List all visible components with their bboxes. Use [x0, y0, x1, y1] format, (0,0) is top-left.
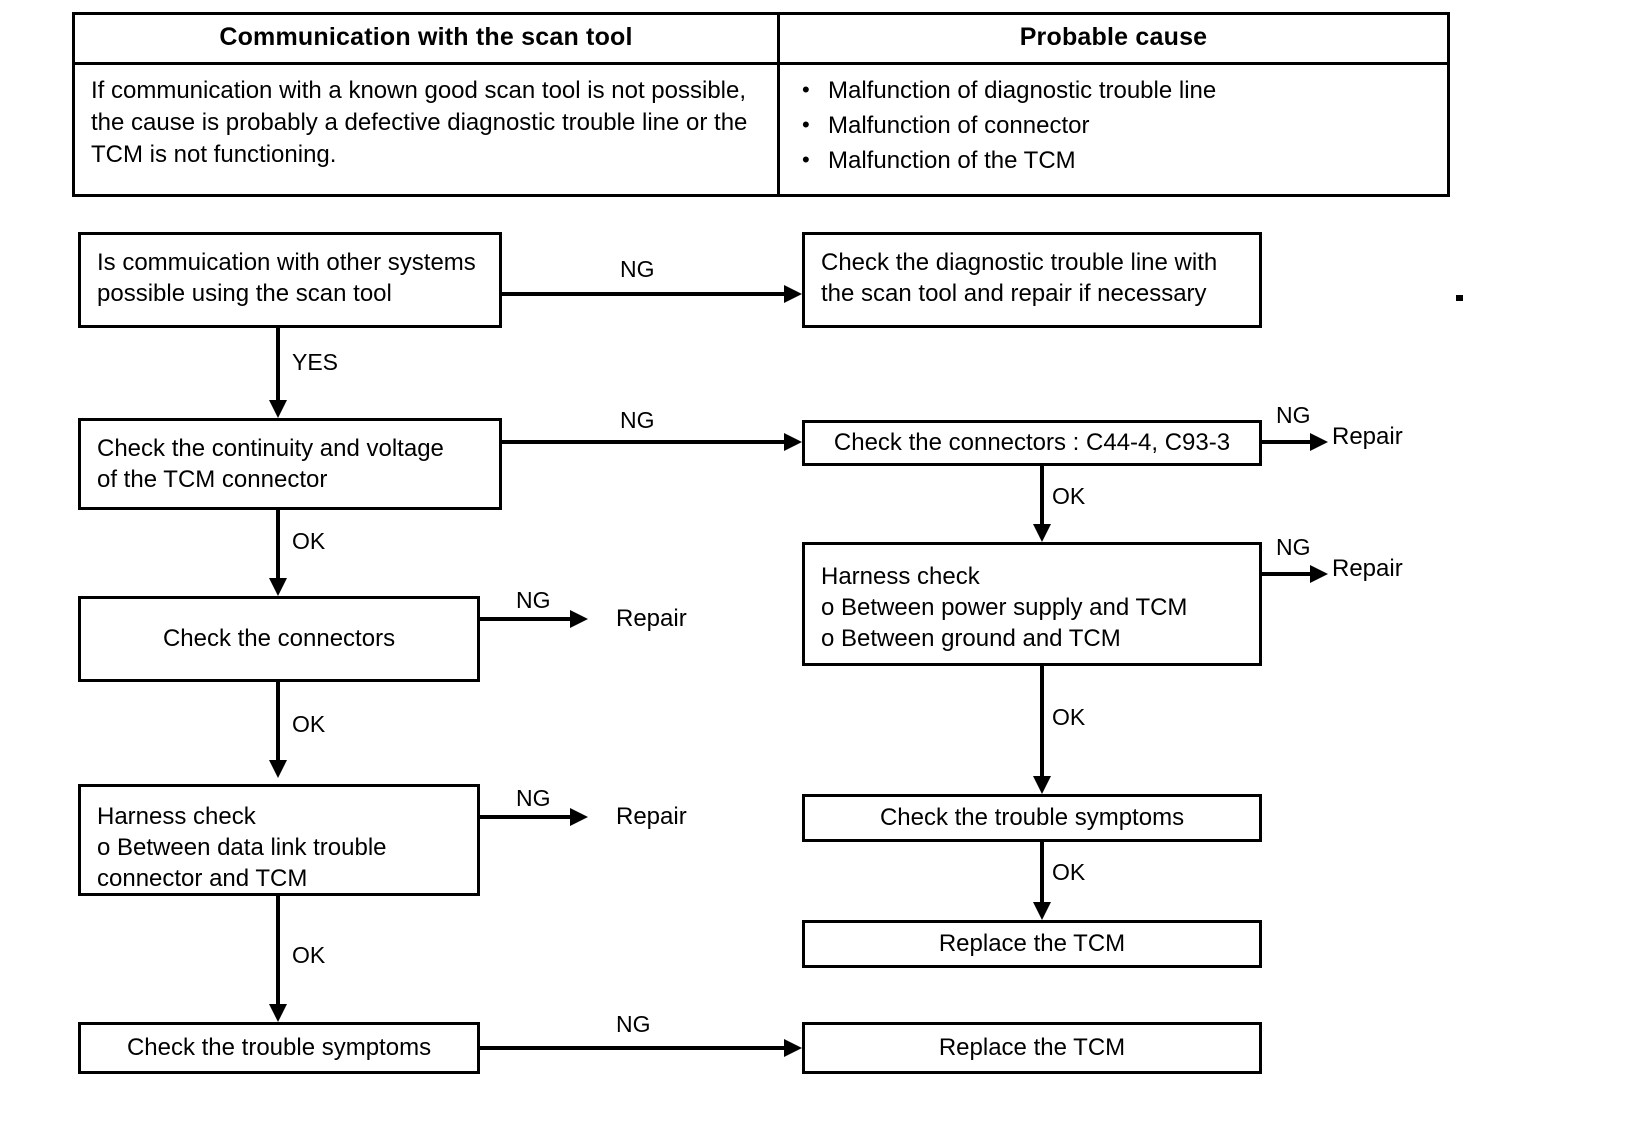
edge-l2-to-r2	[502, 440, 784, 444]
arrowhead-l4-to-repair	[570, 808, 588, 826]
node-label: Is commuication with other systems possi…	[97, 249, 476, 308]
bullet-icon: •	[802, 77, 810, 102]
edge-l1-to-r1	[502, 292, 784, 296]
node-label: Harness check o Between data link troubl…	[97, 803, 387, 893]
table-header-probable-cause: Probable cause	[777, 12, 1450, 65]
probable-cause-table: Communication with the scan tool Probabl…	[72, 12, 1450, 198]
terminal-repair-connectors-right: Repair	[1332, 423, 1403, 450]
edge-l3-to-l4	[276, 682, 280, 760]
node-label: Replace the TCM	[938, 1034, 1126, 1062]
edge-label-ng-l4-repair: NG	[516, 785, 551, 811]
list-item: • Malfunction of diagnostic trouble line	[802, 75, 1433, 107]
edge-l5-to-r6	[480, 1046, 784, 1050]
node-is-communication-possible: Is commuication with other systems possi…	[78, 232, 502, 328]
edge-r4-to-r5	[1040, 842, 1044, 902]
node-replace-the-tcm-upper: Replace the TCM	[802, 920, 1262, 968]
edge-r3-to-r4	[1040, 666, 1044, 776]
edge-label-ng-r3-repair: NG	[1276, 534, 1311, 560]
edge-l4-to-l5	[276, 896, 280, 1004]
node-check-the-connectors: Check the connectors	[78, 596, 480, 682]
bullet-icon: •	[802, 147, 810, 173]
edge-label-ok-l3-l4: OK	[292, 711, 326, 737]
table-body-row: If communication with a known good scan …	[72, 61, 1450, 198]
edge-label-ng-l1-r1: NG	[620, 256, 655, 282]
table-header-row: Communication with the scan tool Probabl…	[72, 12, 1450, 65]
terminal-repair-harness-left: Repair	[616, 803, 687, 830]
cause-label: Malfunction of the TCM	[828, 147, 1076, 175]
table-cell-communication-text: If communication with a known good scan …	[72, 61, 780, 198]
arrowhead-l3-to-l4	[269, 760, 287, 778]
node-check-diagnostic-trouble-line: Check the diagnostic trouble line with t…	[802, 232, 1262, 328]
edge-r3-to-repair	[1262, 572, 1314, 576]
terminal-repair-harness-right: Repair	[1332, 555, 1403, 582]
terminal-repair-connectors: Repair	[616, 605, 687, 632]
arrowhead-l5-to-r6	[784, 1039, 802, 1057]
node-check-continuity-voltage: Check the continuity and voltage of the …	[78, 418, 502, 510]
edge-l4-to-repair	[480, 815, 570, 819]
arrowhead-l1-to-l2	[269, 400, 287, 418]
node-label: Replace the TCM	[938, 930, 1126, 958]
node-label: Check the connectors : C44-4, C93-3	[833, 429, 1231, 457]
arrowhead-r3-to-repair	[1310, 565, 1328, 583]
edge-label-yes-l1-l2: YES	[292, 349, 339, 375]
node-label: Check the continuity and voltage of the …	[97, 435, 444, 494]
node-label: Check the connectors	[162, 625, 396, 653]
list-item: • Malfunction of the TCM	[802, 145, 1433, 177]
arrowhead-r2-to-repair	[1310, 433, 1328, 451]
edge-label-ng-r2-repair: NG	[1276, 402, 1311, 428]
edge-label-ok-r2-r3: OK	[1052, 483, 1086, 509]
edge-r2-to-r3	[1040, 466, 1044, 524]
edge-label-ok-l4-l5: OK	[292, 942, 326, 968]
edge-l1-to-l2	[276, 328, 280, 400]
arrowhead-l2-to-r2	[784, 433, 802, 451]
arrowhead-l4-to-l5	[269, 1004, 287, 1022]
bullet-icon: •	[802, 112, 810, 138]
edge-label-ok-r3-r4: OK	[1052, 704, 1086, 730]
node-check-trouble-symptoms-left: Check the trouble symptoms	[78, 1022, 480, 1074]
node-check-connectors-c44-c93: Check the connectors : C44-4, C93-3	[802, 420, 1262, 466]
scan-artifact-speck	[1456, 295, 1463, 301]
arrowhead-l2-to-l3	[269, 578, 287, 596]
node-harness-check-power-ground: Harness check o Between power supply and…	[802, 542, 1262, 666]
node-harness-check-data-link: Harness check o Between data link troubl…	[78, 784, 480, 896]
node-label: Harness check o Between power supply and…	[821, 563, 1188, 653]
arrowhead-l1-to-r1	[784, 285, 802, 303]
edge-label-ok-r4-r5: OK	[1052, 859, 1086, 885]
probable-cause-list: •Malfunction of diagnostic trouble line …	[794, 75, 1433, 177]
arrowhead-l3-to-repair	[570, 610, 588, 628]
edge-label-ok-l2-l3: OK	[292, 528, 326, 554]
edge-label-ng-l2-r2: NG	[620, 407, 655, 433]
node-label: Check the trouble symptoms	[126, 1034, 432, 1062]
node-label: Check the diagnostic trouble line with t…	[821, 249, 1218, 308]
table-cell-probable-cause-list: •Malfunction of diagnostic trouble line …	[777, 61, 1450, 198]
cause-label: Malfunction of connector	[828, 112, 1090, 140]
arrowhead-r2-to-r3	[1033, 524, 1051, 542]
edge-l3-to-repair	[480, 617, 570, 621]
edge-l2-to-l3	[276, 510, 280, 578]
arrowhead-r3-to-r4	[1033, 776, 1051, 794]
edge-label-ng-l5-r6: NG	[616, 1011, 651, 1037]
table-header-communication: Communication with the scan tool	[72, 12, 780, 65]
node-label: Check the trouble symptoms	[879, 804, 1185, 832]
node-replace-the-tcm-lower: Replace the TCM	[802, 1022, 1262, 1074]
list-item: • Malfunction of connector	[802, 110, 1433, 142]
arrowhead-r4-to-r5	[1033, 902, 1051, 920]
edge-label-ng-l3-repair: NG	[516, 587, 551, 613]
cause-label: Malfunction of diagnostic trouble line	[828, 77, 1217, 104]
node-check-trouble-symptoms-right: Check the trouble symptoms	[802, 794, 1262, 842]
edge-r2-to-repair	[1262, 440, 1314, 444]
